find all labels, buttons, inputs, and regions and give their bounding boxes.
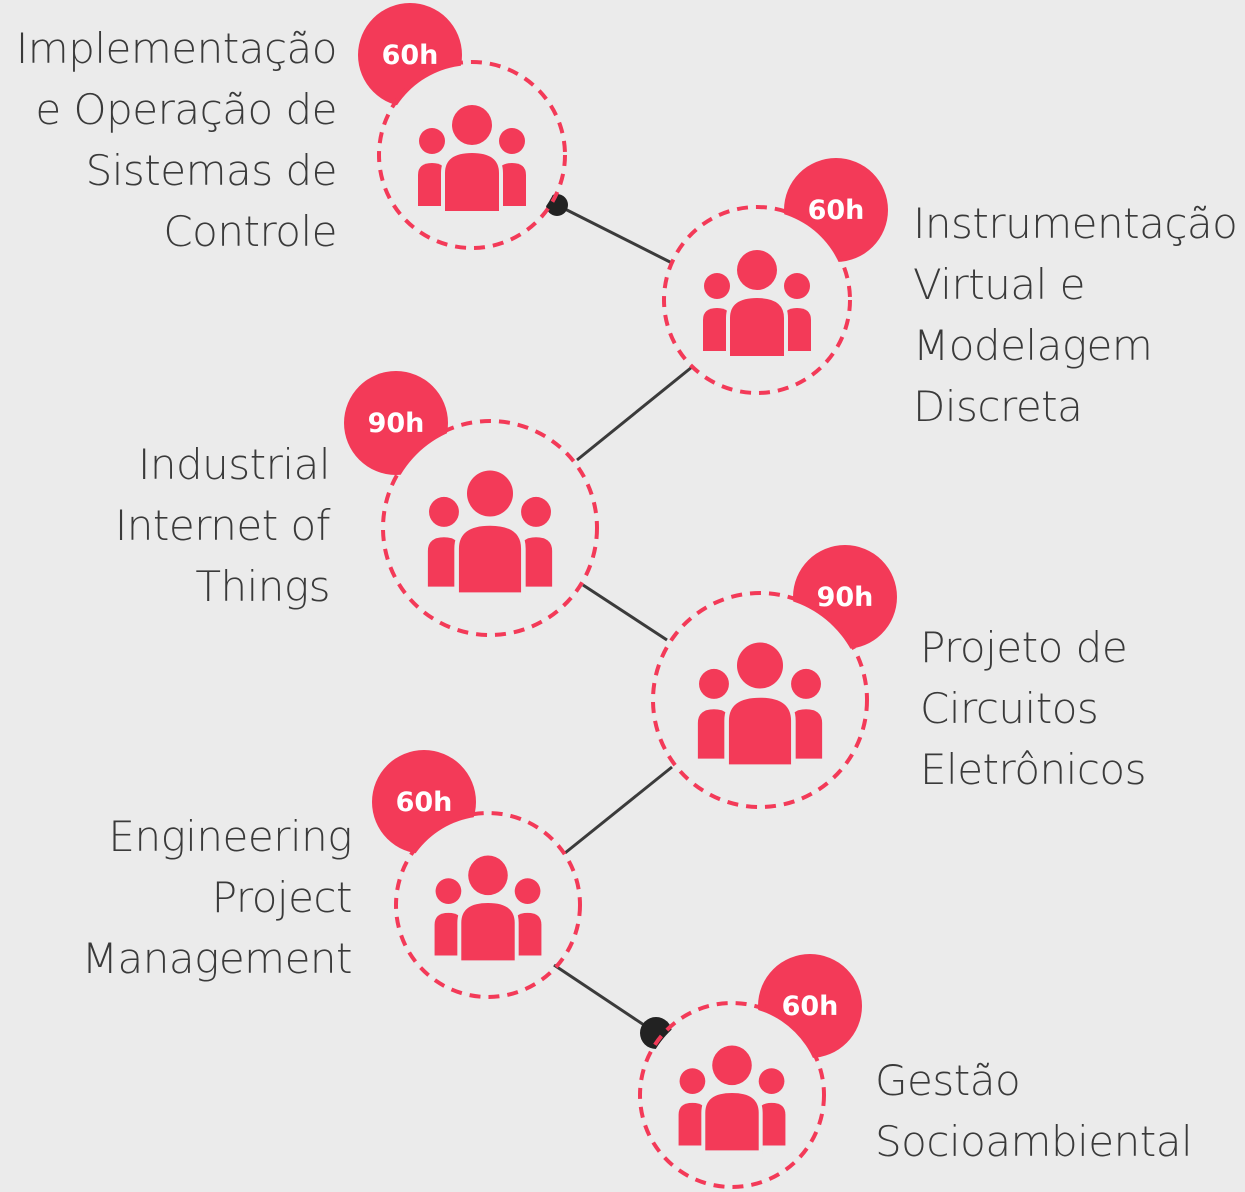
course-node: 90h: [344, 371, 599, 637]
group-people-icon: [678, 1045, 786, 1155]
group-people-icon: [418, 105, 526, 215]
course-title-line: Management: [81, 934, 353, 983]
course-title-line: Internet of: [114, 501, 331, 550]
course-title-line: Sistemas de: [85, 146, 338, 195]
dashed-ring: [394, 811, 582, 999]
hours-badge-label: 60h: [382, 40, 439, 71]
course-title-line: Controle: [163, 207, 337, 256]
course-node: 90h: [651, 545, 897, 809]
connector-line: [553, 963, 657, 1035]
hours-badge-label: 60h: [396, 787, 453, 818]
course-node: 60h: [662, 158, 888, 395]
course-title-line: Circuitos: [920, 684, 1099, 733]
course-title-line: Industrial: [138, 440, 330, 489]
dashed-ring: [377, 60, 567, 250]
group-people-icon: [434, 855, 542, 965]
hours-badge-label: 60h: [808, 195, 865, 226]
course-title-line: Socioambiental: [875, 1117, 1193, 1166]
course-node: 60h: [358, 3, 567, 250]
course-title-line: Gestão: [875, 1056, 1021, 1105]
course-title-line: Instrumentação: [913, 199, 1238, 248]
course-title-line: Discreta: [913, 382, 1083, 431]
connector-line: [576, 365, 693, 462]
group-people-icon: [703, 250, 811, 360]
connector-line: [582, 583, 668, 642]
hours-badge: [344, 371, 448, 475]
course-node: 60h: [638, 954, 862, 1189]
course-title-line: Things: [195, 562, 330, 611]
dashed-ring: [381, 419, 599, 637]
group-people-icon: [427, 470, 553, 598]
group-people-icon: [697, 642, 823, 770]
course-title-line: Modelagem: [913, 321, 1153, 370]
dashed-ring: [651, 591, 869, 809]
course-title: Implementação e Operação de Sistemas de Con…: [15, 18, 338, 262]
course-title-line: Projeto de: [920, 623, 1128, 672]
course-title-line: Engineering: [108, 812, 352, 861]
connector-line: [564, 765, 673, 855]
course-nodes: 60h 60h 90h 90h 60h 60h: [344, 3, 897, 1189]
hours-badge-label: 90h: [368, 408, 425, 439]
course-title-line: e Operação de: [35, 85, 337, 134]
course-title-line: Eletrônicos: [920, 745, 1147, 794]
dashed-ring: [662, 205, 852, 395]
connector-line: [556, 203, 673, 265]
hours-badge-label: 60h: [782, 991, 839, 1022]
hours-badge-label: 90h: [817, 582, 874, 613]
course-title-line: Implementação: [15, 24, 338, 73]
dashed-ring: [638, 1001, 826, 1189]
course-title-line: Virtual e: [913, 260, 1085, 309]
course-title-line: Project: [211, 873, 353, 922]
course-node: 60h: [372, 750, 582, 999]
